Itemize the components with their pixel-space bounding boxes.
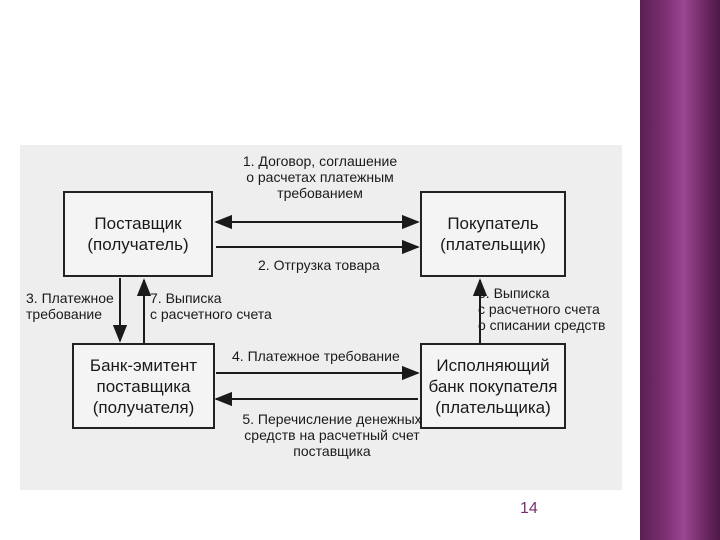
box-buyer: Покупатель (плательщик) bbox=[420, 191, 566, 277]
box-supplier: Поставщик (получатель) bbox=[63, 191, 213, 277]
page-number: 14 bbox=[520, 500, 538, 517]
payment-flow-diagram: Поставщик (получатель) Покупатель (плате… bbox=[20, 145, 622, 490]
label-step4: 4. Платежное требование bbox=[232, 348, 400, 364]
label-step6: 6. Выписка с расчетного счета о списании… bbox=[478, 285, 606, 333]
label-step1: 1. Договор, соглашение о расчетах платеж… bbox=[242, 153, 398, 201]
label-step3: 3. Платежное требование bbox=[26, 290, 114, 322]
label-step7: 7. Выписка с расчетного счета bbox=[150, 290, 272, 322]
box-executing-bank: Исполняющий банк покупателя (плательщика… bbox=[420, 343, 566, 429]
decorative-side-band bbox=[640, 0, 720, 540]
label-step2: 2. Отгрузка товара bbox=[258, 257, 380, 273]
arrows-layer bbox=[112, 214, 488, 407]
box-issuer-bank: Банк-эмитент поставщика (получателя) bbox=[72, 343, 215, 429]
label-step5: 5. Перечисление денежных средств на расч… bbox=[242, 411, 422, 459]
